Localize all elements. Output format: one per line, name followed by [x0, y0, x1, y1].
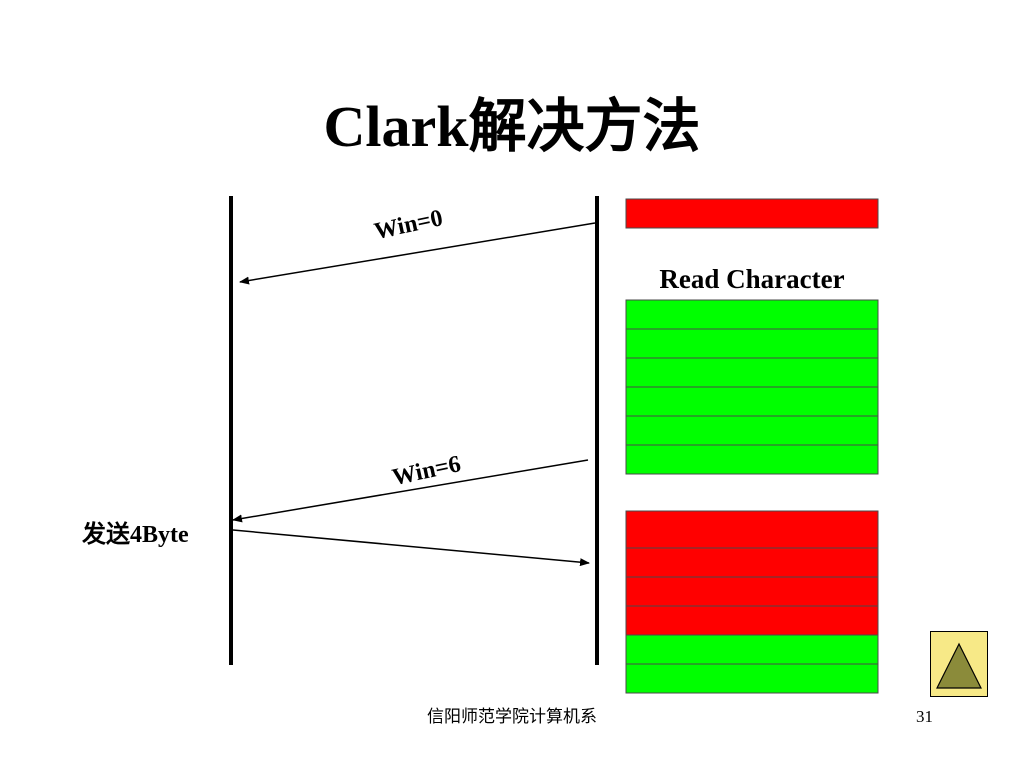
buffer-cell-empty [625, 634, 879, 665]
buffer-cell-empty [625, 444, 879, 475]
buffer-cell-full [625, 510, 879, 549]
buffer-middle [625, 299, 879, 475]
message-label-win6: Win=6 [390, 451, 463, 491]
footer-text: 信阳师范学院计算机系 [427, 707, 597, 726]
buffer-cell-full [625, 198, 879, 229]
nav-up-button[interactable] [930, 631, 988, 697]
buffer-cell-empty [625, 299, 879, 330]
buffer-cell-empty [625, 386, 879, 417]
buffer-cell-empty [625, 328, 879, 359]
buffer-cell-empty [625, 357, 879, 388]
message-arrow-send [232, 529, 590, 567]
send-label: 发送4Byte [82, 522, 189, 548]
read-character-label: Read Character [659, 264, 845, 294]
message-arrow-win6 [232, 459, 589, 523]
up-triangle-icon [936, 642, 982, 689]
slide-title: Clark解决方法 [323, 94, 701, 159]
page-number: 31 [916, 707, 933, 726]
buffer-cell-empty [625, 663, 879, 694]
buffer-cell-full [625, 547, 879, 578]
buffer-bottom [625, 510, 879, 694]
buffer-top [625, 198, 879, 229]
message-label-win0: Win=0 [372, 205, 445, 245]
buffer-cell-empty [625, 415, 879, 446]
buffer-cell-full [625, 605, 879, 636]
message-arrow-win0 [239, 222, 596, 285]
buffer-cell-full [625, 576, 879, 607]
